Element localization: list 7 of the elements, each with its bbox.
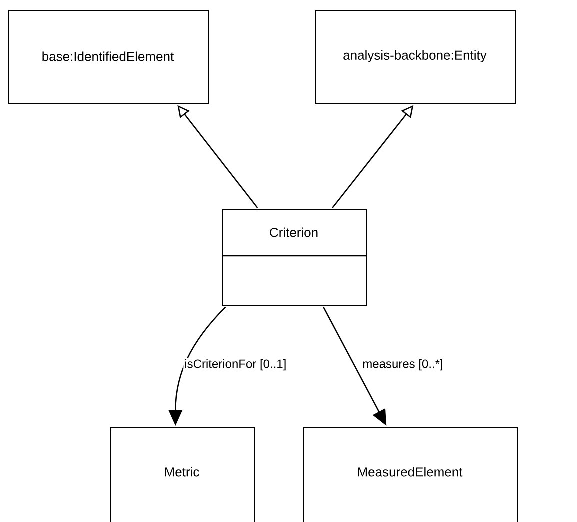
class-box: base:IdentifiedElement	[8, 10, 210, 104]
class-box: Criterion	[222, 209, 368, 306]
edge-label: isCriterionFor [0..1]	[184, 358, 288, 372]
class-box: MeasuredElement	[303, 427, 518, 522]
class-box: analysis-backbone:Entity	[315, 10, 516, 104]
edge-label: measures [0..*]	[362, 358, 444, 372]
class-box: Metric	[110, 427, 256, 522]
